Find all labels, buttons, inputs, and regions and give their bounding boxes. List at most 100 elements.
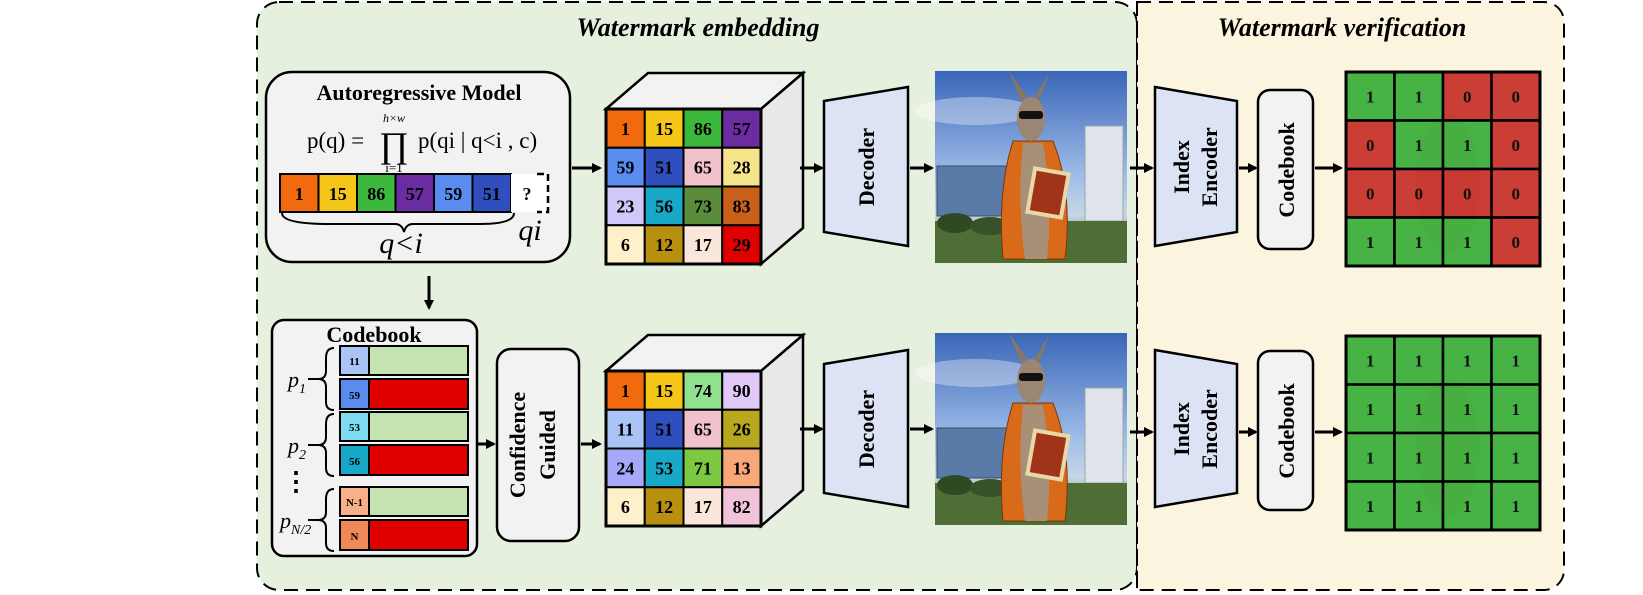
verify-bit: 1 xyxy=(1366,448,1375,467)
verify-bit: 1 xyxy=(1512,448,1521,467)
verify-bit: 1 xyxy=(1415,497,1424,516)
grid-cell-label: 65 xyxy=(694,420,712,440)
verify-bit: 0 xyxy=(1463,184,1472,203)
verify-cell xyxy=(1441,480,1493,532)
grid-cell-label: 82 xyxy=(733,497,751,517)
ar-model-title: Autoregressive Model xyxy=(316,80,521,105)
grid-cell-label: 28 xyxy=(733,158,751,178)
grid-cell-label: 73 xyxy=(694,196,712,216)
grid-cell-label: 29 xyxy=(733,235,751,255)
grid-cell-label: 71 xyxy=(694,458,712,478)
flow-arrows xyxy=(478,163,1343,449)
verify-bit: 1 xyxy=(1463,448,1472,467)
svg-text:Decoder: Decoder xyxy=(854,128,879,206)
verify-bit: 1 xyxy=(1463,233,1472,252)
formula-lhs: p(q) = xyxy=(307,128,364,153)
index-encoder-top: Index Encoder xyxy=(1153,85,1239,248)
verify-cell xyxy=(1344,167,1396,219)
codebook-code-bottom-label: 56 xyxy=(349,456,361,468)
grid-cell-label: 12 xyxy=(655,497,673,517)
verify-bit: 1 xyxy=(1366,497,1375,516)
verify-cell xyxy=(1490,216,1542,268)
grid-cell-label: 15 xyxy=(655,119,673,139)
verify-cell xyxy=(1490,383,1542,435)
verify-bit: 0 xyxy=(1512,87,1521,106)
generated-image-top xyxy=(915,71,1127,263)
verify-cell xyxy=(1393,70,1445,122)
svg-text:Encoder: Encoder xyxy=(1197,127,1222,207)
verify-bit: 0 xyxy=(1415,184,1424,203)
verify-bit: 0 xyxy=(1512,136,1521,155)
grid-cell-label: 26 xyxy=(733,420,751,440)
image-sunglasses xyxy=(1019,373,1043,381)
grid-cell-label: 59 xyxy=(616,158,634,178)
codebook-group-label: p2 xyxy=(286,433,306,463)
prefix-brace xyxy=(281,212,515,233)
sequence-token-label: 57 xyxy=(406,184,424,204)
current-label: qi xyxy=(518,214,541,247)
image-tablet xyxy=(1025,166,1071,220)
formula-rhs: p(qi | q<i , c) xyxy=(418,128,537,153)
unknown-token-label: ? xyxy=(523,184,532,204)
verify-bit: 1 xyxy=(1415,87,1424,106)
verify-bit: 0 xyxy=(1512,233,1521,252)
codebook-code-bottom xyxy=(339,378,370,410)
grid-cell-label: 13 xyxy=(733,458,751,478)
svg-text:Index: Index xyxy=(1169,402,1194,456)
codebook-code-top xyxy=(339,411,370,442)
verify-cell xyxy=(1393,431,1445,483)
grid-cell-label: 6 xyxy=(621,497,630,517)
svg-text:Index: Index xyxy=(1169,140,1194,194)
grid-cell xyxy=(643,447,685,489)
image-tablet xyxy=(1025,428,1071,482)
autoregressive-model-box: Autoregressive Model p(q) = h×w ∏ i=1 p(… xyxy=(264,70,572,264)
verify-bit: 1 xyxy=(1366,351,1375,370)
svg-text:Codebook: Codebook xyxy=(1274,122,1299,218)
verify-bit: 0 xyxy=(1366,184,1375,203)
grid-cell-label: 51 xyxy=(655,420,673,440)
sequence-token-label: 1 xyxy=(295,184,304,204)
verify-bit: 0 xyxy=(1366,136,1375,155)
grid-cell xyxy=(682,185,724,227)
grid-cell-label: 56 xyxy=(655,196,673,216)
codebook-group-label: pN/2 xyxy=(278,508,311,538)
grid-cell xyxy=(643,486,685,527)
grid-cell-label: 57 xyxy=(733,119,751,139)
verify-cell xyxy=(1393,167,1445,219)
product-symbol: ∏ xyxy=(379,125,409,165)
grid-cell-label: 90 xyxy=(733,381,751,401)
verify-bit: 1 xyxy=(1415,233,1424,252)
embedding-title: Watermark embedding xyxy=(577,13,820,42)
codebook-code-bottom xyxy=(339,519,370,551)
grid-cell xyxy=(682,447,724,489)
grid-cell-label: 1 xyxy=(621,381,630,401)
image-building-right xyxy=(1084,125,1124,222)
codebook-code-bottom xyxy=(339,444,370,476)
verify-bit: 1 xyxy=(1366,233,1375,252)
grid-cell-label: 23 xyxy=(616,196,634,216)
codebook-group-label: p1 xyxy=(286,367,306,397)
verify-bit: 1 xyxy=(1415,136,1424,155)
image-sunglasses xyxy=(1019,111,1043,119)
verify-bit: 1 xyxy=(1512,351,1521,370)
verify-bit: 1 xyxy=(1415,351,1424,370)
image-building-right xyxy=(1084,387,1124,484)
sequence-token-label: 15 xyxy=(329,184,347,204)
sequence-token xyxy=(471,173,512,213)
grid-cell xyxy=(721,146,762,188)
codebook-verify-bottom: Codebook xyxy=(1256,349,1315,512)
image-building-left xyxy=(936,165,1008,217)
verify-cell xyxy=(1441,431,1493,483)
codebook-code-bottom-label: 59 xyxy=(349,390,361,402)
grid-cell-label: 51 xyxy=(655,158,673,178)
svg-text:Confidence: Confidence xyxy=(505,392,530,499)
verify-bit: 1 xyxy=(1463,400,1472,419)
grid-cell xyxy=(682,370,724,411)
decoder-bottom: Decoder xyxy=(822,348,910,509)
verify-bit: 1 xyxy=(1366,400,1375,419)
